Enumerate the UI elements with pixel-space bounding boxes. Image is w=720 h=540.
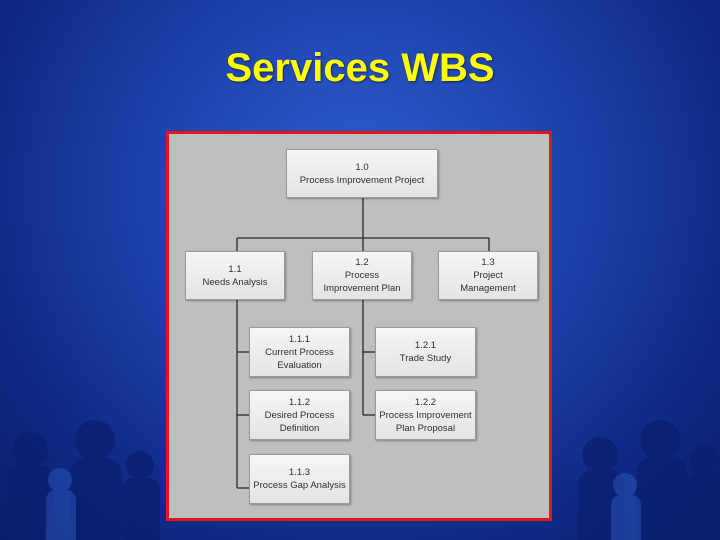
wbs-node-1-2: 1.2 Process Improvement Plan xyxy=(312,251,412,300)
connector-lines xyxy=(236,198,490,489)
node-label-line1: Project xyxy=(473,270,503,281)
node-label: Process Improvement Project xyxy=(299,174,425,186)
node-label-line2: Plan Proposal xyxy=(395,422,456,434)
wbs-node-1-1-1: 1.1.1 Current Process Evaluation xyxy=(249,327,350,377)
node-label: Trade Study xyxy=(399,353,452,364)
slide-title: Services WBS xyxy=(225,46,495,90)
wbs-node-1-2-1: 1.2.1 Trade Study xyxy=(375,327,476,377)
node-label-line2: Definition xyxy=(279,422,320,434)
node-label-line2: Evaluation xyxy=(277,359,322,371)
node-id: 1.3 xyxy=(481,257,495,268)
node-id: 1.2 xyxy=(355,257,369,268)
node-label-line1: Process xyxy=(344,270,380,281)
node-id: 1.1.2 xyxy=(288,396,311,408)
wbs-node-1-1: 1.1 Needs Analysis xyxy=(185,251,285,300)
wbs-diagram: 1.0 Process Improvement Project 1.1 Need… xyxy=(166,131,552,521)
node-label: Process Gap Analysis xyxy=(253,480,346,491)
node-id: 1.1 xyxy=(228,263,242,275)
node-id: 1.1.1 xyxy=(288,333,311,345)
node-label: Needs Analysis xyxy=(202,276,268,288)
node-label-line2: Management xyxy=(460,283,516,294)
crowd-silhouette-background xyxy=(8,420,720,540)
wbs-node-1-2-2: 1.2.2 Process Improvement Plan Proposal xyxy=(375,390,476,440)
node-id: 1.2.2 xyxy=(414,396,437,408)
node-id: 1.0 xyxy=(355,161,369,173)
node-label-line1: Current Process xyxy=(265,346,334,358)
wbs-node-1-3: 1.3 Project Management xyxy=(438,251,538,300)
node-label-line1: Desired Process xyxy=(264,409,335,421)
node-label-line1: Process Improvement xyxy=(379,409,472,421)
node-id: 1.1.3 xyxy=(288,467,311,478)
wbs-node-1-1-3: 1.1.3 Process Gap Analysis xyxy=(249,454,350,504)
wbs-node-1-0: 1.0 Process Improvement Project xyxy=(286,149,438,198)
node-id: 1.2.1 xyxy=(414,340,437,351)
node-label-line2: Improvement Plan xyxy=(323,283,401,294)
wbs-node-1-1-2: 1.1.2 Desired Process Definition xyxy=(249,390,350,440)
